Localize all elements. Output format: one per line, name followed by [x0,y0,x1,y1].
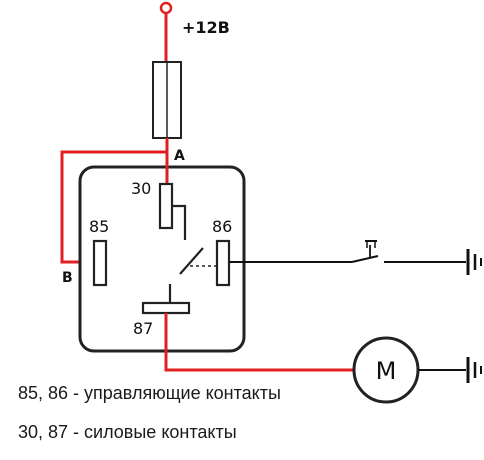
relay-body [78,165,246,353]
supply-terminal-icon [159,1,173,15]
supply-label: +12В [182,18,230,37]
ground-icon-control [466,249,482,275]
pin-87-blade [141,301,191,315]
pin-30-label: 30 [131,179,151,198]
point-a-label: А [174,148,185,164]
pin-30-blade [158,182,174,230]
pin87-to-motor-wire [164,313,354,372]
caption-power-contacts: 30, 87 - силовые контакты [18,422,237,442]
push-switch-icon [351,240,379,263]
pin-87-label: 87 [133,319,153,338]
ground-icon-motor [466,357,482,383]
a-to-b-wire [60,150,167,264]
pin-86-blade [215,239,231,287]
pin-86-label: 86 [212,217,232,236]
relay-switch-lever [179,247,204,275]
motor-label: М [376,357,397,385]
pin-85-blade [92,239,108,287]
common-contact-arm [172,204,187,240]
caption-control-contacts: 85, 86 - управляющие контакты [18,383,281,403]
pin-85-label: 85 [89,217,109,236]
point-b-label: В [62,270,73,286]
